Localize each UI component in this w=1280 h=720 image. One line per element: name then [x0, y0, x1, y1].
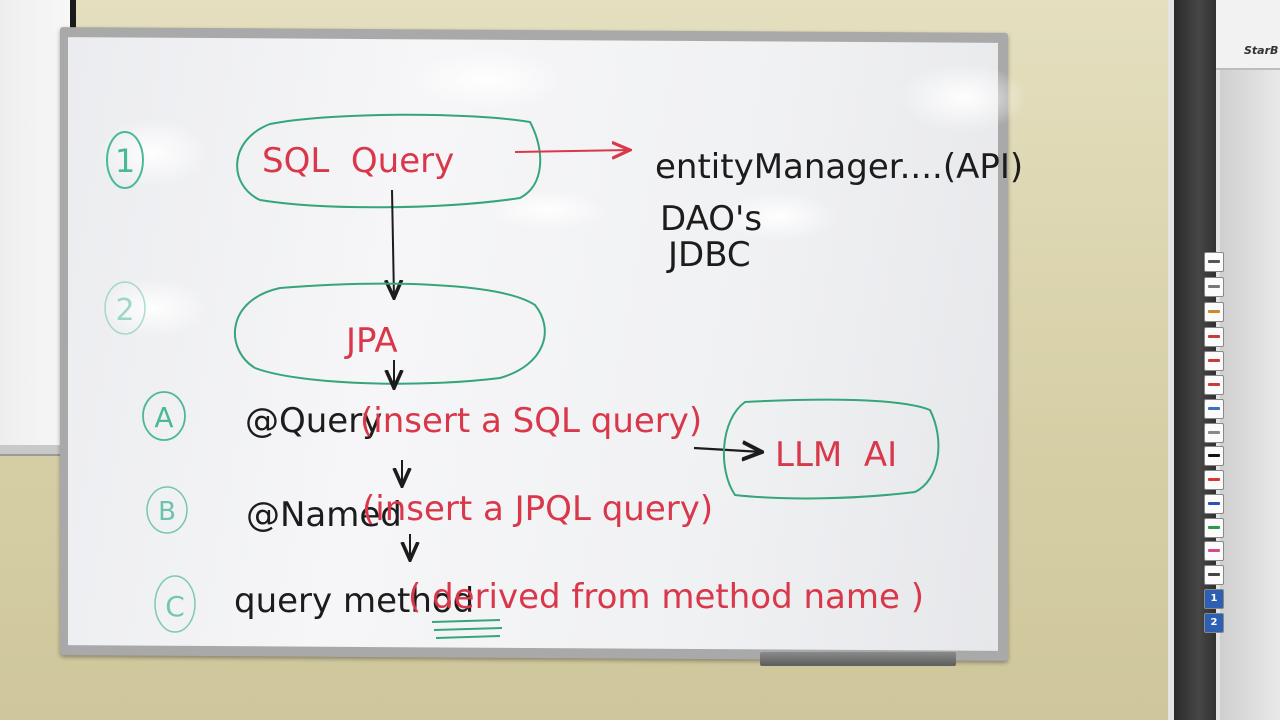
- query-annotation-text: @Query: [245, 401, 382, 441]
- interactive-display-toolbar: 1 2: [1204, 252, 1228, 633]
- emphasis-underline: [431, 619, 503, 639]
- step-label-1: 1: [115, 142, 135, 180]
- step-label-2: 2: [115, 293, 134, 328]
- step-circle-1: 1: [106, 131, 144, 189]
- sql-query-text: SQL Query: [262, 141, 454, 181]
- interactive-display-header: [1216, 0, 1280, 70]
- interactive-display-screen: [1220, 70, 1280, 720]
- pink-pen-icon[interactable]: [1204, 541, 1224, 561]
- llm-ai-bubble: [722, 398, 940, 500]
- query-method-note: ( derived from method name ): [408, 577, 924, 617]
- redo-icon[interactable]: [1204, 375, 1224, 395]
- marker-tray: [760, 652, 956, 666]
- daos-text: DAO's: [660, 199, 762, 239]
- step-label-b: B: [158, 497, 176, 527]
- red-pen-icon[interactable]: [1204, 470, 1224, 490]
- jdbc-text: JDBC: [666, 235, 751, 275]
- arrow-to-entity-manager: [514, 150, 630, 152]
- sql-query-bubble: [236, 113, 542, 209]
- step-circle-c: C: [154, 575, 196, 633]
- query-method-text: query method: [234, 581, 474, 621]
- step-circle-a: A: [142, 391, 186, 441]
- jpa-bubble: [233, 282, 546, 385]
- layers-icon[interactable]: [1204, 565, 1224, 585]
- step-circle-2: 2: [104, 281, 146, 335]
- named-annotation-note: (insert a JPQL query): [362, 489, 713, 529]
- named-annotation-text: @Named: [246, 495, 402, 535]
- undo-icon[interactable]: [1204, 351, 1224, 371]
- green-pen-icon[interactable]: [1204, 518, 1224, 538]
- arrow-sql-to-jpa: [392, 189, 394, 298]
- mouse-icon[interactable]: [1204, 277, 1224, 297]
- query-annotation-note: (insert a SQL query): [360, 401, 702, 441]
- blue-pen-icon[interactable]: [1204, 494, 1224, 514]
- jpa-text: JPA: [344, 321, 398, 361]
- page-1-button[interactable]: 1: [1204, 589, 1224, 609]
- right-click-icon[interactable]: [1204, 327, 1224, 347]
- projector-screen-bar: [0, 445, 88, 456]
- interactive-display-brand: StarB: [1244, 44, 1279, 57]
- page-2-button[interactable]: 2: [1204, 613, 1224, 633]
- arrow-to-llm-ai: [693, 448, 762, 452]
- eraser-icon[interactable]: [1204, 423, 1224, 443]
- step-circle-b: B: [146, 486, 188, 534]
- black-pen-icon[interactable]: [1204, 446, 1224, 466]
- step-label-c: C: [165, 590, 185, 623]
- step-label-a: A: [154, 401, 173, 434]
- keyboard-icon[interactable]: [1204, 302, 1224, 322]
- entity-manager-text: entityManager....(API): [655, 147, 1023, 187]
- screen-capture-icon[interactable]: [1204, 399, 1224, 419]
- llm-ai-text: LLM AI: [775, 435, 897, 475]
- pen-holder-icon[interactable]: [1204, 252, 1224, 272]
